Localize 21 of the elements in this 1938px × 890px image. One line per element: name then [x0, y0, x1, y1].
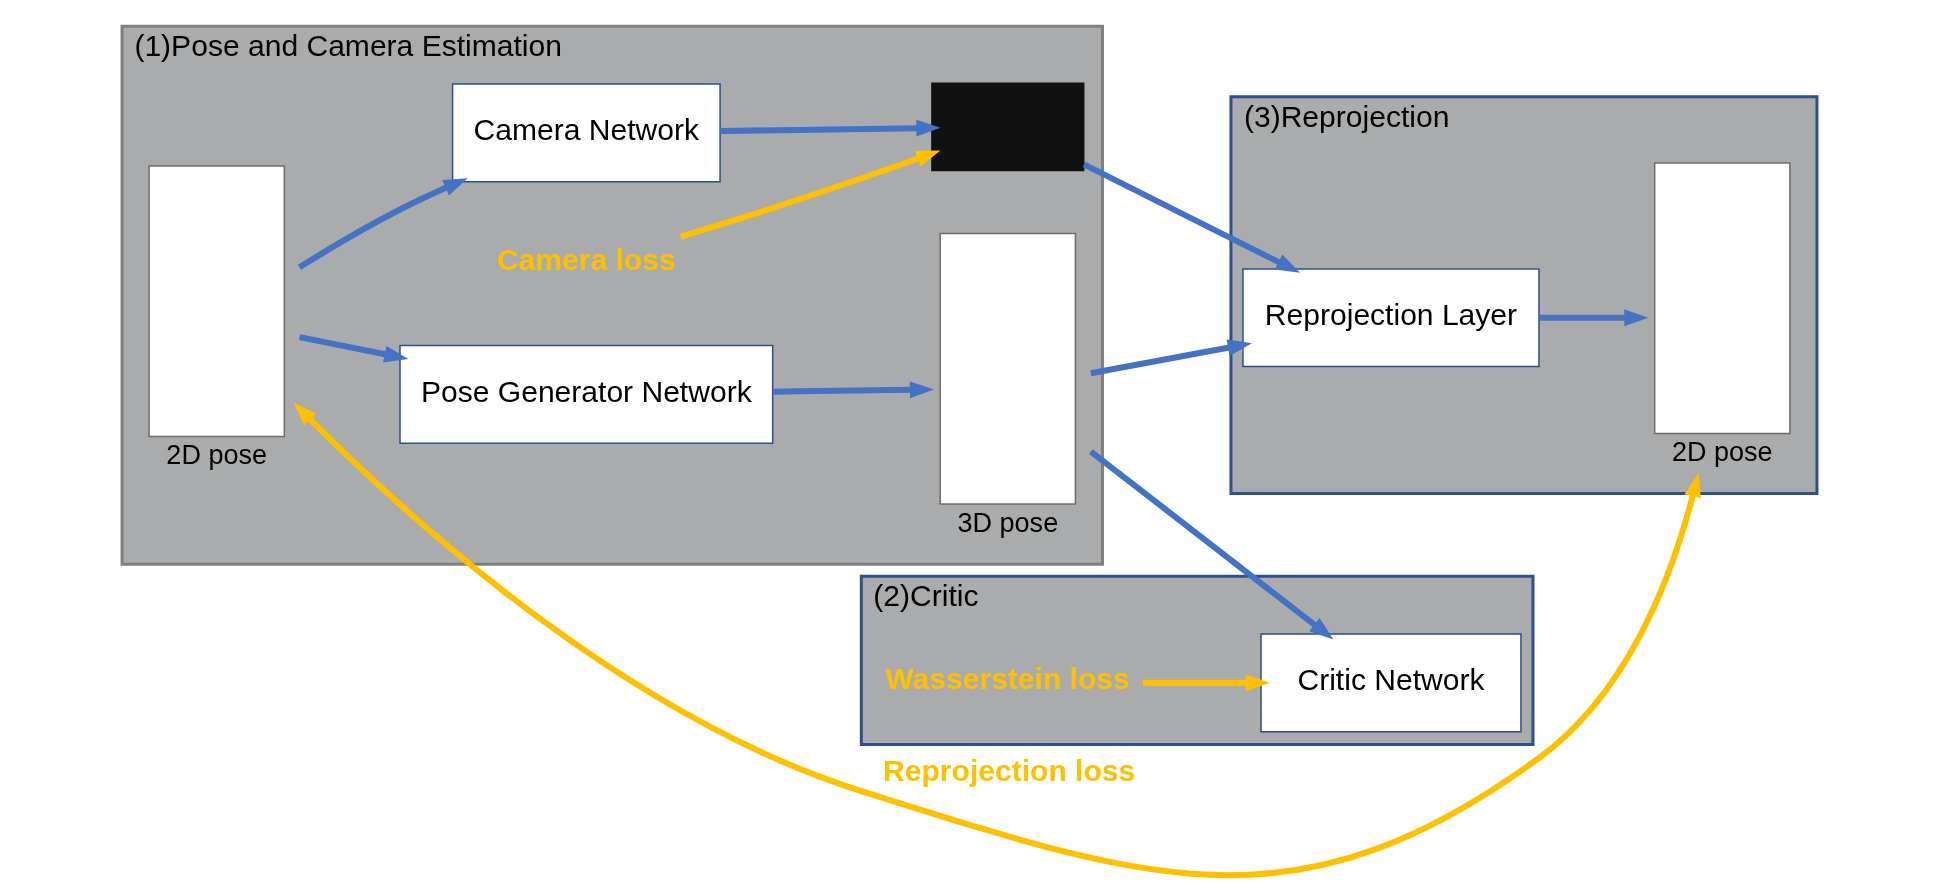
- arrow: [1538, 309, 1648, 327]
- arrow: [298, 334, 408, 363]
- node-label: 2D pose: [1671, 437, 1773, 468]
- node-box: Pose Generator Network: [398, 344, 773, 444]
- arrow: [1088, 449, 1333, 640]
- arrow: [772, 381, 934, 399]
- node-text: Camera loss: [496, 242, 676, 276]
- arrow: [679, 150, 940, 240]
- node-label: 3D pose: [956, 507, 1058, 538]
- arrow: [719, 119, 940, 137]
- node-box: Critic Network: [1259, 633, 1522, 733]
- node-box: Reprojection Layer: [1241, 268, 1540, 368]
- arrow: [297, 178, 468, 270]
- node-box: Camera Network: [451, 83, 721, 183]
- node-label: 2D pose: [165, 440, 267, 471]
- arrow: [292, 402, 1701, 879]
- node-box: [930, 82, 1084, 172]
- node-text: Wasserstein loss: [884, 661, 1130, 695]
- arrow: [1142, 674, 1270, 692]
- edge-label: Reprojection loss: [882, 753, 1135, 787]
- arrow: [1082, 161, 1300, 273]
